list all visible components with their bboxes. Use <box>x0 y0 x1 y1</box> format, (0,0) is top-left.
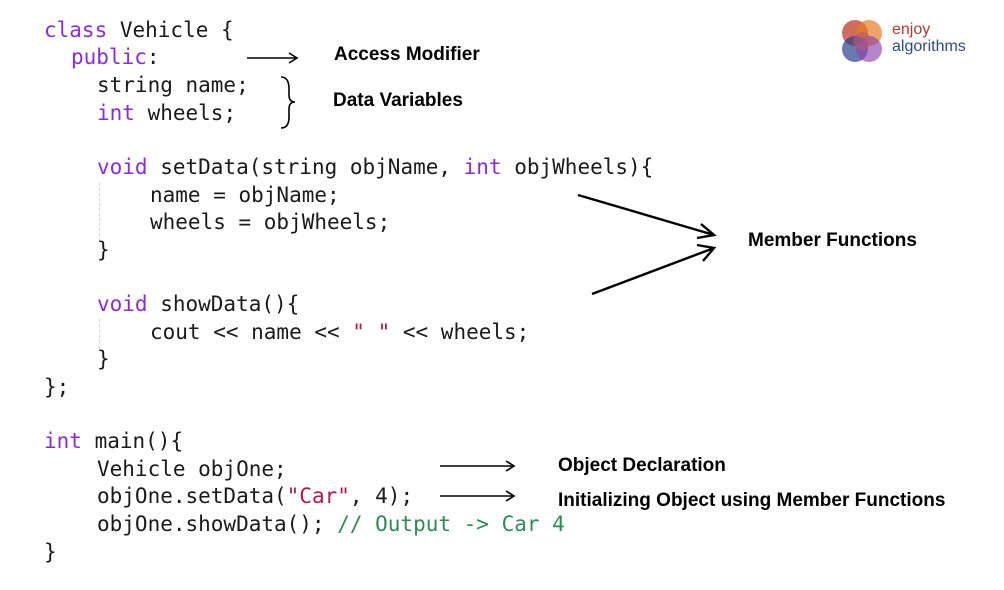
code-line-name: string name; <box>97 73 249 97</box>
member-function-arrow-lower <box>591 246 715 296</box>
code-line-assign-name: name = objName; <box>150 183 340 207</box>
code-line-setdata: void setData(string objName, int objWhee… <box>97 153 653 181</box>
keyword: public <box>71 45 147 69</box>
initializing-object-label: Initializing Object using Member Functio… <box>558 490 946 511</box>
object-declaration-label: Object Declaration <box>558 455 726 476</box>
code-text: Vehicle { <box>107 18 234 42</box>
data-variables-brace <box>280 76 296 129</box>
object-declaration-arrowhead <box>505 460 516 472</box>
access-modifier-arrowhead <box>288 52 299 64</box>
data-variables-label: Data Variables <box>333 90 463 111</box>
code-text: showData(){ <box>147 292 300 316</box>
code-line-object-decl: Vehicle objOne; <box>97 457 287 481</box>
code-comment: // Output -> Car 4 <box>337 512 565 536</box>
keyword: class <box>44 18 108 42</box>
logo-text: enjoy algorithms <box>892 21 966 55</box>
keyword: void <box>97 155 148 179</box>
access-modifier-label: Access Modifier <box>334 44 480 65</box>
logo-mark-icon <box>842 20 882 62</box>
code-text: objOne.setData( <box>97 484 287 508</box>
string-literal: "Car" <box>286 484 350 508</box>
member-function-arrowhead-lower <box>696 243 717 262</box>
code-line-public: public: <box>71 43 160 71</box>
code-line-showdata: void showData(){ <box>97 290 299 318</box>
indent-guide <box>99 319 100 349</box>
code-text: objOne.showData(); <box>97 512 338 536</box>
code-text: main(){ <box>81 429 184 453</box>
logo-text-line1: enjoy <box>892 21 931 38</box>
code-line-class: class Vehicle { <box>44 16 234 44</box>
code-line-wheels: int wheels; <box>97 99 236 127</box>
indent-guide <box>99 183 100 241</box>
initializing-object-arrowhead <box>505 490 516 502</box>
code-line-close-brace: } <box>97 347 110 371</box>
logo-text-line2: algorithms <box>892 38 966 55</box>
enjoyalgorithms-logo: enjoy algorithms <box>834 14 984 74</box>
code-text: wheels; <box>134 101 237 125</box>
member-function-arrow-upper <box>577 193 715 237</box>
keyword: int <box>463 155 502 179</box>
string-literal: " " <box>352 320 391 344</box>
code-line-main: int main(){ <box>44 427 183 455</box>
code-line-class-end: }; <box>44 375 70 399</box>
member-functions-label: Member Functions <box>748 230 917 251</box>
code-line-assign-wheels: wheels = objWheels; <box>150 210 391 234</box>
code-line-showdata-call: objOne.showData(); // Output -> Car 4 <box>97 510 565 538</box>
member-function-arrowhead-upper <box>696 223 717 240</box>
keyword: int <box>44 429 82 453</box>
code-line-close-brace: } <box>97 238 110 262</box>
keyword: void <box>97 292 148 316</box>
code-text: cout << name << <box>150 320 353 344</box>
code-line-main-end: } <box>44 540 57 564</box>
code-text: : <box>146 45 160 69</box>
code-line-setdata-call: objOne.setData("Car", 4); <box>97 482 413 510</box>
code-text: objWheels){ <box>501 155 654 179</box>
code-text: setData(string objName, <box>147 155 464 179</box>
keyword: int <box>97 101 135 125</box>
code-text: , 4); <box>349 484 414 508</box>
code-text: << wheels; <box>390 320 530 344</box>
code-line-cout: cout << name << " " << wheels; <box>150 318 529 346</box>
